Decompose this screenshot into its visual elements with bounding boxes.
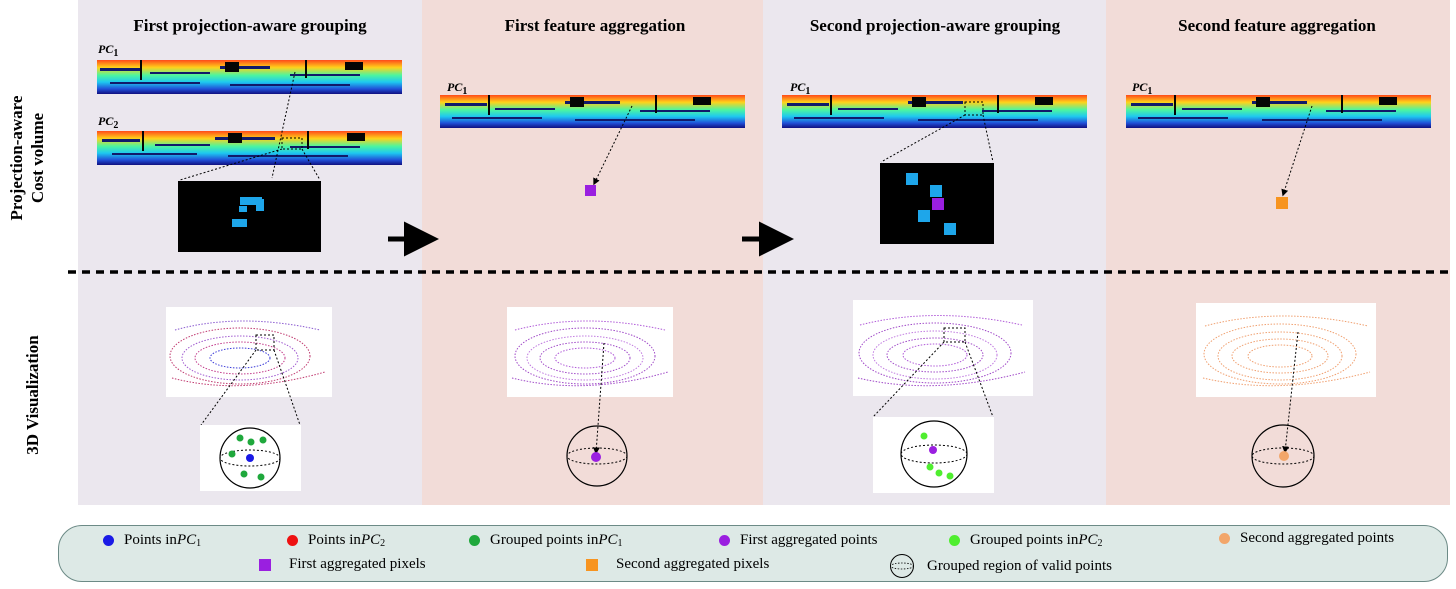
column-title-2: First feature aggregation (505, 16, 686, 35)
zoom-line-right-bottom-col1 (273, 349, 301, 426)
column-title-4: Second feature aggregation (1178, 16, 1376, 35)
pc1-label-col4: PC1 (1132, 80, 1152, 97)
first-aggregated-pixel-top (585, 185, 596, 196)
column-title-1: First projection-aware grouping (133, 16, 367, 35)
point-cloud-col2 (507, 307, 673, 397)
column-title-3: Second projection-aware grouping (810, 16, 1061, 35)
sphere-icon (890, 554, 914, 578)
point-cloud-col4 (1196, 303, 1376, 397)
svg-text:PC1: PC1 (1132, 80, 1152, 97)
legend-second-aggregated-pixel-square (586, 558, 598, 571)
grouped-sphere-col1 (200, 425, 301, 491)
zoom-box-col1 (178, 181, 321, 252)
zoom-box-col3 (880, 163, 994, 244)
range-image-pc1-col2 (440, 95, 745, 128)
svg-text:PC1: PC1 (98, 42, 118, 59)
second-aggregated-pixel-top (1276, 197, 1288, 209)
legend-first-aggregated-pixel-square (259, 558, 271, 571)
svg-text:Projection-aware: Projection-aware (7, 95, 26, 220)
pc1-label-col2: PC1 (447, 80, 467, 97)
zoom-line-right-col3 (982, 114, 994, 163)
legend-points-pc2-dot (287, 535, 298, 546)
column-2-panel (422, 0, 763, 505)
legend-grouped-region: Grouped region of valid points (889, 553, 1112, 579)
point-cloud-col1 (166, 307, 332, 397)
pc1-label-col1: PC1 (98, 42, 118, 59)
legend-points-pc1-dot (103, 535, 114, 546)
zoom-line-left-col1 (179, 148, 283, 181)
legend-first-aggregated-points: First aggregated points (719, 532, 877, 549)
pc1-label-col3: PC1 (790, 80, 810, 97)
svg-text:PC2: PC2 (98, 114, 118, 131)
svg-text:PC1: PC1 (790, 80, 810, 97)
svg-text:PC1: PC1 (447, 80, 467, 97)
aggregated-sphere-col4 (1251, 424, 1315, 488)
range-image-pc2-col1 (97, 131, 402, 165)
zoom-line-left-bottom-col1 (200, 349, 257, 426)
zoom-line-left-bottom-col3 (872, 341, 945, 418)
range-image-pc1-col4 (1126, 95, 1431, 128)
legend-second-aggregated-pixels: Second aggregated pixels (586, 556, 769, 573)
row-label-cost-volume: Projection-aware Cost volume (7, 95, 47, 220)
zoom-line-right-bottom-col3 (964, 341, 994, 418)
legend-first-aggregated-dot (719, 535, 730, 546)
point-cloud-col3 (853, 300, 1033, 396)
svg-text:3D Visualization: 3D Visualization (23, 335, 42, 455)
range-image-pc1-col1 (97, 60, 402, 94)
legend-grouped-pc2-dot (949, 535, 960, 546)
zoom-line-right-col1 (301, 148, 321, 181)
legend-first-aggregated-pixels: First aggregated pixels (259, 556, 426, 573)
svg-text:Cost volume: Cost volume (28, 112, 47, 203)
aggregation-arrow-bottom-col4 (1282, 331, 1299, 454)
legend-second-aggregated-dot (1219, 533, 1230, 544)
row-label-3d-visualization: 3D Visualization (23, 335, 42, 455)
aggregation-arrow-col2 (593, 105, 633, 186)
range-image-pc1-col3 (782, 95, 1087, 128)
legend-grouped-pc1-dot (469, 535, 480, 546)
column-4-panel (1106, 0, 1450, 505)
grouped-sphere-col3 (873, 417, 994, 493)
aggregated-sphere-col2 (566, 425, 628, 487)
zoom-line-left-col3 (880, 114, 966, 163)
legend-second-aggregated-points: Second aggregated points (1219, 530, 1394, 547)
pc2-label-col1: PC2 (98, 114, 118, 131)
